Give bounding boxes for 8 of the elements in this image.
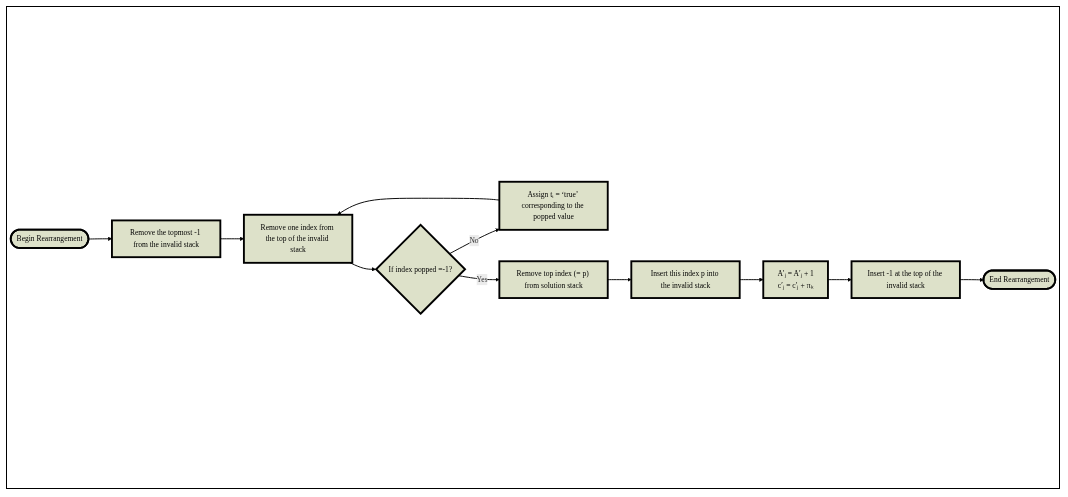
node-box	[498, 180, 609, 231]
node-box	[762, 260, 829, 299]
node-box	[111, 219, 222, 258]
node-box	[242, 213, 354, 264]
node-box	[630, 260, 741, 299]
node-box	[850, 260, 961, 299]
node-box	[498, 260, 609, 299]
node-diamond	[374, 223, 467, 315]
